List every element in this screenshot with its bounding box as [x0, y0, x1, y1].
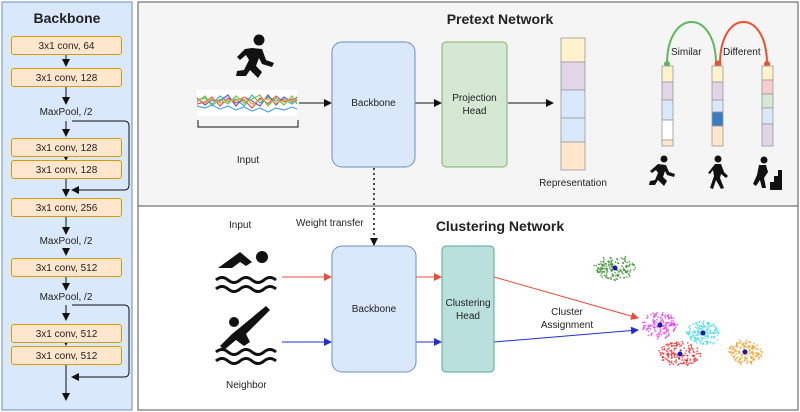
clustering-network-title: Clustering Network	[435, 218, 565, 234]
backbone-panel-title: Backbone	[33, 10, 101, 26]
cluster-assignment-label: Cluster Assignment	[540, 307, 594, 331]
cluster-blob	[593, 255, 637, 282]
backbone-maxpool: MaxPool, /2	[39, 292, 93, 303]
pretext-backbone-label: Backbone	[351, 98, 396, 109]
representation-vector	[560, 37, 586, 171]
backbone-layer: 3x1 conv, 64	[11, 36, 122, 55]
backbone-layer: 3x1 conv, 512	[11, 324, 122, 343]
cluster-blob	[727, 339, 763, 366]
cluster-centroid	[677, 351, 683, 357]
different-arc	[719, 21, 768, 65]
swimmer-icon	[215, 251, 277, 293]
running-person-icon	[236, 34, 274, 78]
pretext-network-title: Pretext Network	[446, 11, 554, 27]
backbone-layer: 3x1 conv, 256	[11, 198, 122, 217]
clustering-head-box	[441, 245, 495, 373]
cluster-centroid	[612, 265, 618, 271]
representation-label: Representation	[539, 178, 607, 189]
backbone-flow-arrows	[62, 54, 130, 401]
backbone-layer: 3x1 conv, 512	[11, 258, 122, 277]
backbone-layer: 3x1 conv, 128	[11, 68, 122, 87]
vector-b	[711, 65, 724, 147]
cluster-centroid	[742, 349, 748, 355]
different-anchor-dot	[764, 61, 770, 67]
similar-arc	[666, 21, 717, 65]
projection-head-label: Projection Head	[452, 93, 497, 117]
clustering-backbone-label: Backbone	[351, 304, 397, 315]
head-to-cluster-blue-arrow	[493, 326, 639, 343]
clustering-backbone-box	[331, 245, 417, 373]
clustering-head-label: Clustering Head	[445, 298, 491, 322]
vector-a	[661, 65, 674, 147]
backbone-maxpool: MaxPool, /2	[39, 236, 93, 247]
backbone-layer: 3x1 conv, 512	[11, 346, 122, 365]
diver-icon	[215, 306, 277, 365]
cluster-centroid	[657, 322, 663, 328]
similar-anchor-dot	[664, 61, 670, 67]
running-person-small-icon	[649, 155, 675, 186]
sensor-signal-icon	[196, 90, 299, 128]
pretext-input-label: Input	[236, 155, 260, 166]
backbone-maxpool: MaxPool, /2	[39, 107, 93, 118]
cluster-blob	[642, 312, 679, 340]
projection-head-box	[441, 41, 508, 168]
pretext-backbone-box	[331, 41, 416, 168]
backbone-layer: 3x1 conv, 128	[11, 138, 122, 157]
weight-transfer-label: Weight transfer	[296, 218, 364, 229]
neighbor-label: Neighbor	[226, 380, 267, 391]
clustering-input-label: Input	[229, 220, 252, 231]
cluster-centroid	[700, 330, 706, 336]
head-to-cluster-red-arrow	[493, 276, 639, 320]
cluster-blob	[658, 340, 702, 367]
similar-label: Similar	[671, 47, 702, 58]
different-label: Different	[723, 47, 761, 58]
climbing-stairs-icon	[753, 156, 782, 190]
vector-c	[761, 65, 774, 147]
backbone-layer: 3x1 conv, 128	[11, 160, 122, 179]
cluster-scatter	[593, 255, 763, 367]
cluster-blob	[685, 320, 720, 346]
walking-person-icon	[708, 155, 728, 189]
